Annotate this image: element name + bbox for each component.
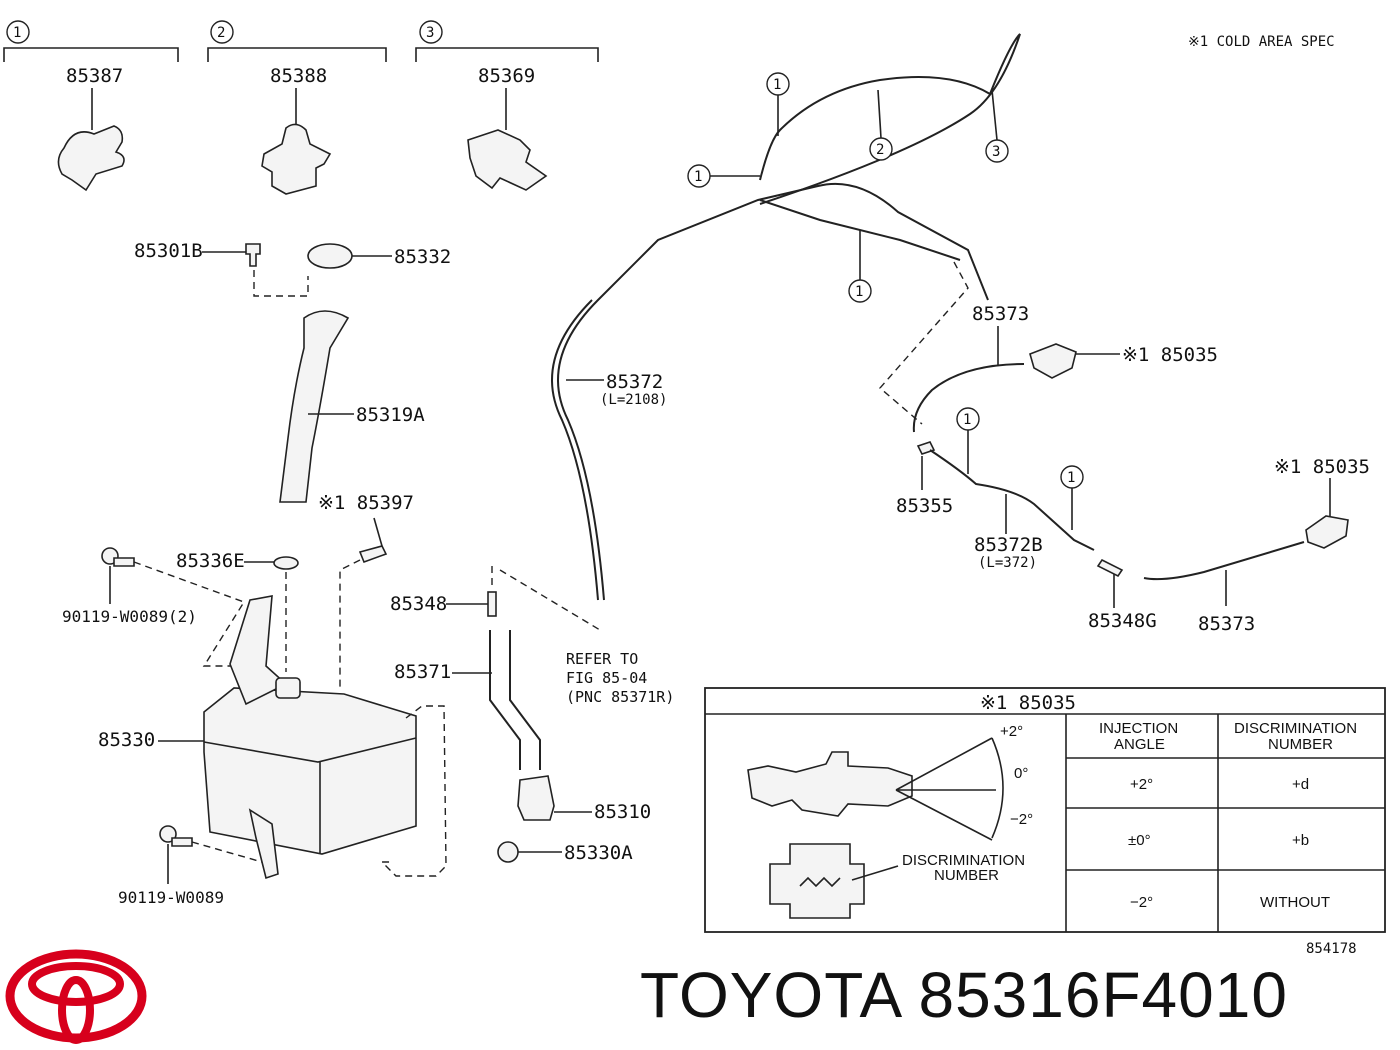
row2-number: +b [1292, 832, 1309, 849]
discrimination-connector [769, 843, 865, 919]
clip-85388-shape [261, 123, 332, 195]
index-1-text: 1 [13, 25, 21, 41]
row1-number: +d [1292, 776, 1309, 793]
part-label-85388: 85388 [270, 65, 327, 87]
part-label-85369: 85369 [478, 65, 535, 87]
index-2-text: 2 [217, 25, 225, 41]
part-label-85336E: 85336E [176, 550, 245, 572]
row3-angle: −2° [1130, 894, 1153, 911]
table-header-number-1: DISCRIMINATION [1234, 720, 1357, 737]
clip-group-2: 2 85388 [207, 20, 387, 195]
washer-tank-85330: 85330 [98, 595, 447, 880]
part-label-85332: 85332 [394, 246, 451, 268]
nozzle-85035-upper [1029, 343, 1077, 379]
nozzle-assembly: 85373 ※1 85035 85355 1 1 85372B (L=372) … [896, 303, 1370, 635]
part-label-85355: 85355 [896, 495, 953, 517]
hose-85371 [489, 630, 541, 770]
row1-angle: +2° [1130, 776, 1153, 793]
check-valve-85348 [487, 591, 497, 617]
hose-routing: 85372 (L=2108) 1 1 2 3 1 [551, 33, 1021, 601]
toyota-logo [5, 949, 147, 1044]
figure-number: 854178 [1306, 941, 1357, 957]
filler-assembly: 85301B 85332 85319A ※1 85397 85336E [134, 240, 451, 690]
bolt-85301B [245, 243, 261, 267]
marker-1b: 1 [694, 169, 702, 185]
angle-zero-label: 0° [1014, 765, 1028, 782]
hose-85372 [557, 182, 989, 601]
refer-line-1: REFER TO [566, 650, 638, 668]
hose-85373-lower [1143, 541, 1305, 581]
part-label-90119-2: 90119-W0089(2) [62, 607, 197, 626]
filler-neck-85319A [279, 310, 350, 503]
part-label-85301B: 85301B [134, 240, 203, 262]
refer-line-3: (PNC 85371R) [566, 688, 674, 706]
disc-label-2: NUMBER [934, 867, 999, 884]
marker-3: 3 [992, 144, 1000, 160]
part-label-85310: 85310 [594, 801, 651, 823]
part-label-85348G: 85348G [1088, 610, 1157, 632]
refer-line-2: FIG 85-04 [566, 669, 647, 687]
part-label-85319A: 85319A [356, 404, 425, 426]
marker-1e: 1 [1067, 470, 1075, 486]
marker-2: 2 [876, 142, 884, 158]
table-header-angle-1: INJECTION [1099, 720, 1178, 737]
clip-group-3: 3 85369 [415, 20, 599, 191]
hose-length-85372: (L=2108) [600, 392, 667, 408]
check-valve-85348G [1096, 558, 1124, 578]
cold-area-note: ※1 COLD AREA SPEC [1188, 34, 1335, 50]
part-label-85330: 85330 [98, 729, 155, 751]
part-label-85373-upper: 85373 [972, 303, 1029, 325]
part-label-85372: 85372 [606, 371, 663, 393]
part-label-85371: 85371 [394, 661, 451, 683]
pump-assembly: 85348 85371 REFER TO FIG 85-04 (PNC 8537… [390, 566, 674, 864]
part-label-85035-lower: ※1 85035 [1274, 456, 1370, 478]
part-label-85330A: 85330A [564, 842, 633, 864]
hose-85373-upper [912, 363, 1025, 433]
marker-1d: 1 [963, 412, 971, 428]
pump-85310 [517, 775, 555, 821]
brand-part-number: TOYOTA 85316F4010 [640, 959, 1288, 1031]
part-label-85348: 85348 [390, 593, 447, 615]
cap-85332 [307, 243, 353, 269]
hose-length-85372B: (L=372) [978, 555, 1037, 571]
nozzle-85035-lower [1305, 515, 1349, 549]
part-label-90119: 90119-W0089 [118, 888, 224, 907]
part-label-85387: 85387 [66, 65, 123, 87]
table-title: ※1 85035 [980, 692, 1076, 714]
sensor-85397 [358, 545, 388, 564]
marker-1c: 1 [855, 284, 863, 300]
part-label-85373-lower: 85373 [1198, 613, 1255, 635]
index-circle-1 [6, 20, 30, 44]
disc-label-1: DISCRIMINATION [902, 852, 1025, 869]
grommet-85330A [497, 841, 519, 863]
o-ring-85336E [273, 556, 299, 570]
part-label-85372B: 85372B [974, 534, 1043, 556]
row3-number: WITHOUT [1260, 894, 1330, 911]
hose-85372B [929, 449, 1095, 551]
nozzle-side-view [747, 751, 913, 817]
angle-plus-label: +2° [1000, 723, 1023, 740]
row2-angle: ±0° [1128, 832, 1151, 849]
angle-minus-label: −2° [1010, 811, 1033, 828]
clip-85387-shape [57, 125, 125, 192]
part-label-85035-upper: ※1 85035 [1122, 344, 1218, 366]
index-3-text: 3 [426, 25, 434, 41]
clip-group-1: 1 85387 [3, 20, 179, 192]
injection-table: ※1 85035 INJECTION ANGLE DISCRIMINATION … [704, 687, 1386, 933]
table-header-number-2: NUMBER [1268, 736, 1333, 753]
marker-1a: 1 [773, 77, 781, 93]
bolt-upper: 90119-W0089(2) [62, 547, 246, 667]
table-header-angle-2: ANGLE [1114, 736, 1165, 753]
part-label-85397: ※1 85397 [318, 492, 414, 514]
bolt-lower: 90119-W0089 [118, 825, 263, 907]
clip-85369-shape [467, 129, 548, 191]
